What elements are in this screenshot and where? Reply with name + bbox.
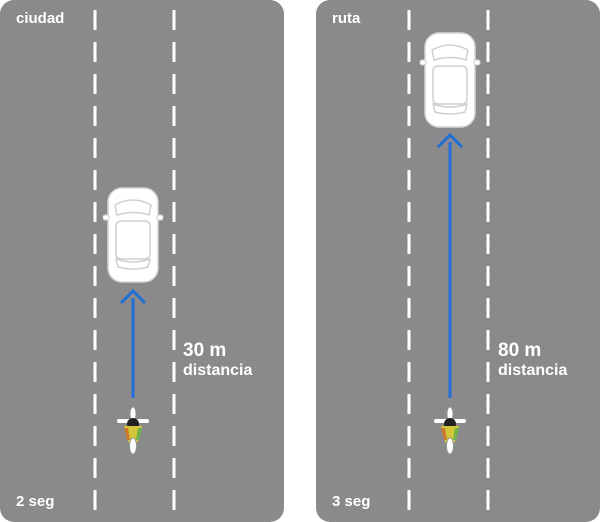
time-label: 2 seg [16,493,55,510]
motorcycle-icon [433,406,467,455]
car-icon [419,32,481,128]
distance-caption: distancia [498,361,568,379]
highway-panel: ruta 80 m distancia 3 seg [316,0,600,522]
road-scene [93,10,176,512]
distance-value: 30 m [183,340,227,361]
road-scene [407,10,490,512]
panel-title: ciudad [16,10,65,27]
distance-caption: distancia [183,361,253,379]
distance-label: 80 m distancia [498,340,567,380]
panel-title: ruta [332,10,361,27]
distance-label: 30 m distancia [183,340,252,380]
car-icon [102,187,164,283]
arrow-up-icon [436,132,464,149]
motorcycle-icon [116,406,150,455]
distance-value: 80 m [498,340,542,361]
time-label: 3 seg [332,493,371,510]
arrow-up-icon [119,288,147,305]
city-panel: ciudad 30 m distancia 2 seg [0,0,284,522]
